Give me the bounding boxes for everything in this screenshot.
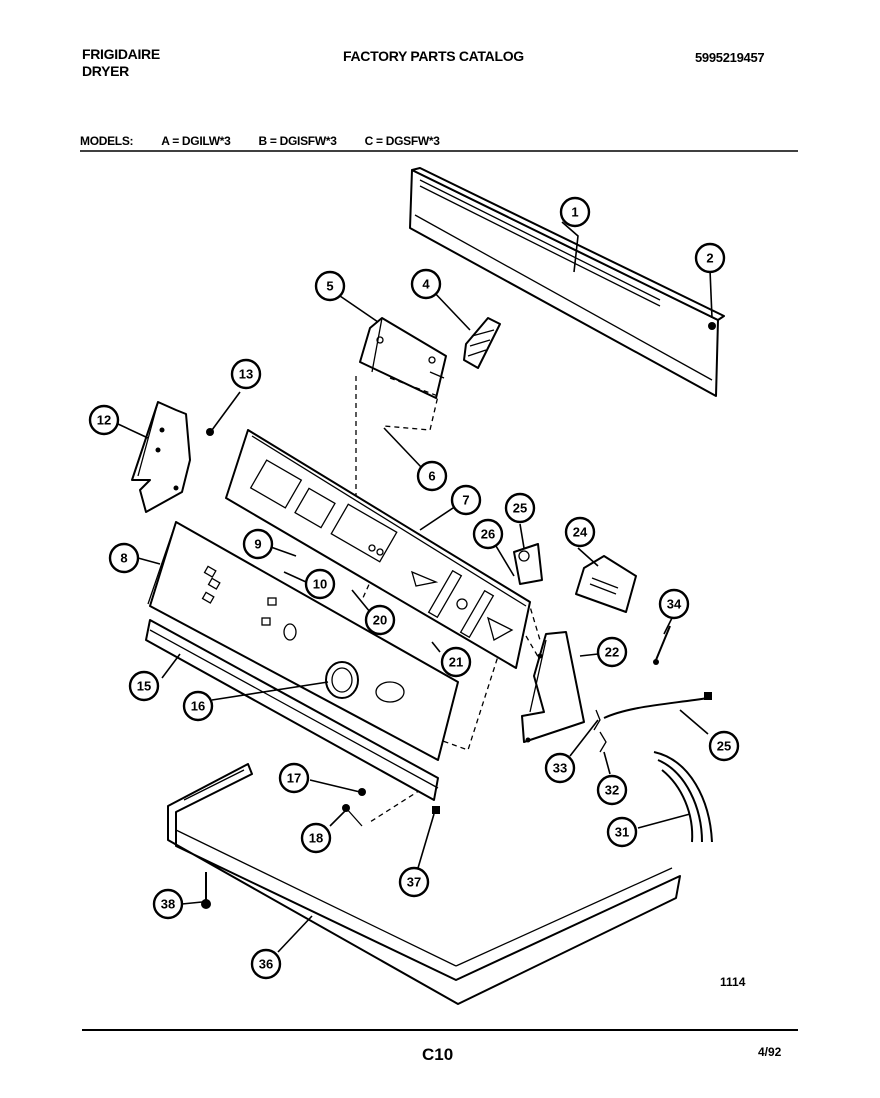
part-console-front (147, 521, 459, 761)
part-timer (575, 555, 637, 613)
callout-20: 20 (364, 604, 396, 636)
svg-text:36: 36 (259, 957, 273, 972)
part-cable-31 (653, 751, 713, 843)
callout-16: 16 (182, 690, 214, 722)
svg-text:38: 38 (161, 897, 175, 912)
svg-text:10: 10 (313, 577, 327, 592)
model-a: A = DGILW*3 (161, 134, 231, 148)
callout-13: 13 (230, 358, 262, 390)
part-screw-17 (358, 788, 366, 796)
svg-text:24: 24 (573, 525, 588, 540)
svg-text:26: 26 (481, 527, 495, 542)
part-wire-harness (603, 692, 712, 719)
callout-9: 9 (242, 528, 274, 560)
callout-38: 38 (152, 888, 184, 920)
part-left-end-cap (131, 401, 191, 513)
page-number: C10 (422, 1045, 454, 1064)
brand-block: FRIGIDAIRE DRYER (82, 46, 160, 80)
part-bolt-38 (201, 872, 211, 909)
model-b: B = DGISFW*3 (258, 134, 337, 148)
callout-10: 10 (304, 568, 336, 600)
callout-31: 31 (606, 816, 638, 848)
callout-17: 17 (278, 762, 310, 794)
svg-text:22: 22 (605, 645, 619, 660)
svg-text:20: 20 (373, 613, 387, 628)
callout-8: 8 (108, 542, 140, 574)
callout-5: 5 (314, 270, 346, 302)
svg-text:15: 15 (137, 679, 151, 694)
callout-4: 4 (410, 268, 442, 300)
svg-text:33: 33 (553, 761, 567, 776)
part-rear-panel (409, 167, 725, 397)
part-clip-33 (593, 709, 601, 731)
part-clip-37 (432, 806, 440, 814)
callout-36: 36 (250, 948, 282, 980)
svg-text:34: 34 (667, 597, 682, 612)
callout-6: 6 (416, 460, 448, 492)
callout-25-lower: 25 (708, 730, 740, 762)
callout-34: 34 (658, 588, 690, 620)
callout-22: 22 (596, 636, 628, 668)
revision-date: 4/92 (758, 1045, 782, 1059)
svg-text:25: 25 (717, 739, 731, 754)
footer-rule (82, 1029, 798, 1031)
svg-text:31: 31 (615, 825, 629, 840)
callout-12: 12 (88, 404, 120, 436)
part-terminal-block (463, 317, 501, 369)
svg-text:18: 18 (309, 831, 323, 846)
svg-text:9: 9 (254, 537, 261, 552)
svg-text:7: 7 (462, 493, 469, 508)
part-clip-32 (599, 731, 607, 753)
svg-text:32: 32 (605, 783, 619, 798)
svg-text:2: 2 (706, 251, 713, 266)
part-right-end-cap (521, 631, 585, 743)
callout-32: 32 (596, 774, 628, 806)
callout-1: 1 (559, 196, 591, 228)
part-screw-34 (653, 625, 671, 665)
part-control-panel (225, 429, 531, 669)
svg-text:4: 4 (422, 277, 430, 292)
svg-text:37: 37 (407, 875, 421, 890)
leader-lines (117, 221, 713, 953)
part-switch-25 (513, 543, 543, 585)
svg-text:21: 21 (449, 655, 463, 670)
svg-text:13: 13 (239, 367, 253, 382)
callout-7: 7 (450, 484, 482, 516)
brand-name: FRIGIDAIRE (82, 46, 160, 62)
figure-number: 1114 (720, 975, 746, 989)
svg-text:1: 1 (571, 205, 578, 220)
svg-text:25: 25 (513, 501, 527, 516)
catalog-number: 5995219457 (695, 50, 765, 65)
models-line: MODELS: A = DGILW*3 B = DGISFW*3 C = DGS… (80, 134, 468, 148)
callout-33: 33 (544, 752, 576, 784)
svg-text:16: 16 (191, 699, 205, 714)
callout-18: 18 (300, 822, 332, 854)
models-label: MODELS: (80, 134, 134, 148)
svg-text:12: 12 (97, 413, 111, 428)
callout-26: 26 (472, 518, 504, 550)
part-control-module (359, 317, 447, 399)
page-title: FACTORY PARTS CATALOG (343, 48, 524, 64)
callout-37: 37 (398, 866, 430, 898)
model-c: C = DGSFW*3 (364, 134, 440, 148)
callout-21: 21 (440, 646, 472, 678)
callout-15: 15 (128, 670, 160, 702)
svg-text:5: 5 (326, 279, 333, 294)
svg-text:17: 17 (287, 771, 301, 786)
callout-24: 24 (564, 516, 596, 548)
product-type: DRYER (82, 63, 129, 79)
callout-25-upper: 25 (504, 492, 536, 524)
svg-text:6: 6 (428, 469, 435, 484)
svg-text:8: 8 (120, 551, 127, 566)
callout-2: 2 (694, 242, 726, 274)
part-trim-strip (145, 619, 439, 801)
part-top-cover (167, 763, 681, 1005)
